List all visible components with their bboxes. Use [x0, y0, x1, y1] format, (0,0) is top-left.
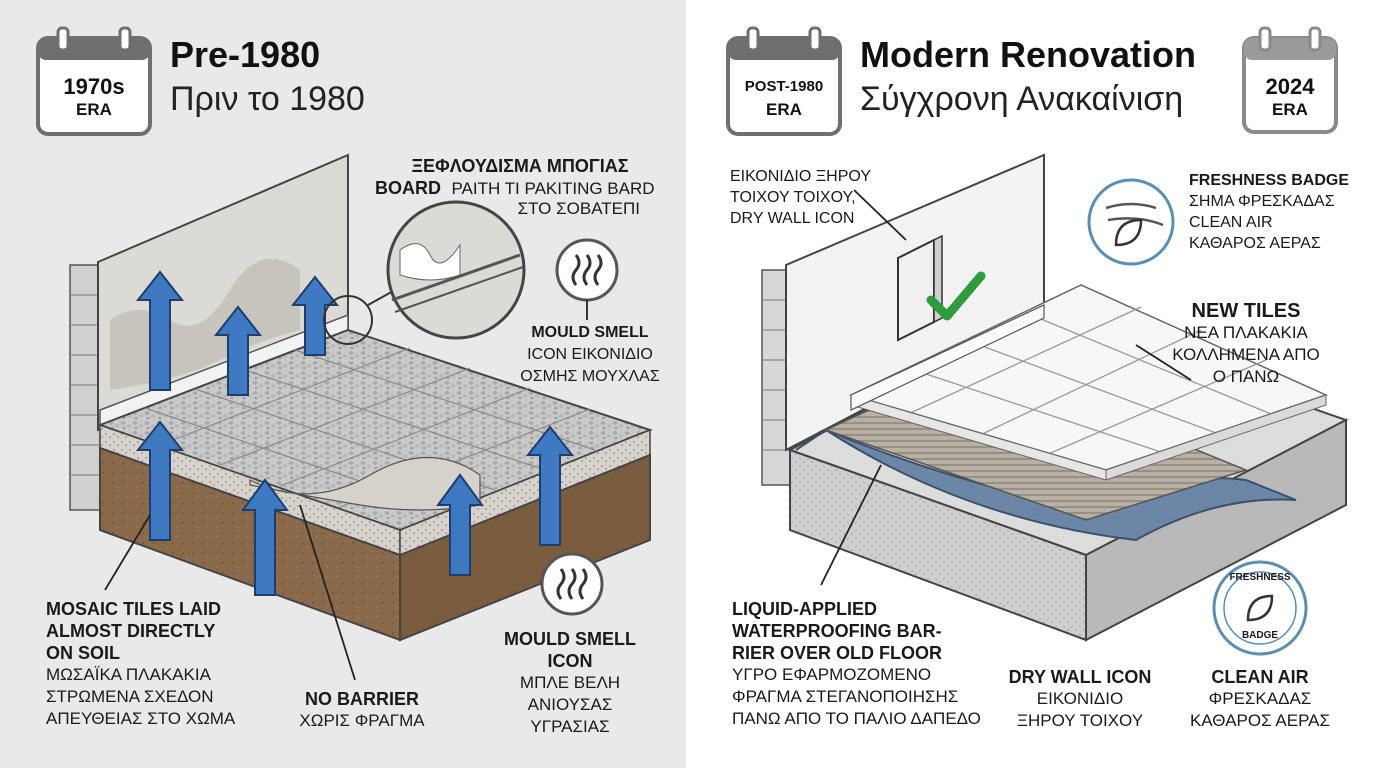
- callout-no-barrier: NO BARRIER ΧΩΡΙΣ ΦΡΑΓΜΑ: [299, 689, 425, 730]
- panel-subtitle: Σύγχρονη Ανακαίνιση: [860, 80, 1184, 118]
- new-tiles: [848, 284, 1329, 481]
- moisture-arrows: [135, 270, 575, 596]
- calendar-year: POST-1980: [744, 78, 824, 95]
- callout-leader-lines: [104, 300, 588, 681]
- calendar-era: ERA: [766, 100, 802, 119]
- modern-renovation-panel: POST-1980 ERA 2024 ERA Modern Renovation…: [686, 0, 1376, 768]
- peeling-paint-magnifier: [323, 200, 526, 345]
- clean-air-leaf-icon: [1087, 178, 1175, 266]
- callout-mosaic-tiles: MOSAIC TILES LAID ALMOST DIRECTLY ON SOI…: [46, 599, 236, 728]
- era-calendar-icon-left: [726, 26, 842, 136]
- era-calendar: 1970s ERA: [38, 60, 150, 134]
- badge-top-text: FRESHNESS: [1229, 572, 1291, 583]
- callout-leader-lines: [820, 189, 1192, 586]
- check-icon: [926, 271, 986, 321]
- era-calendar-icon-right: [1242, 26, 1338, 134]
- callout-peeling-paint: ΞΕΦΛΟΥΔΙΣΜΑ ΜΠΟΓΙΑΣ: [411, 156, 629, 176]
- panel-title: Modern Renovation: [860, 34, 1197, 75]
- callout-dry-wall-bottom: DRY WALL ICON ΕΙΚΟΝΙΔΙΟ ΞΗΡΟΥ ΤΟΙΧΟΥ: [1008, 667, 1152, 730]
- calendar-era: ERA: [76, 100, 112, 119]
- mould-smell-icon: [555, 238, 619, 302]
- callout-mould-smell-bottom: MOULD SMELL ICON ΜΠΛΕ ΒΕΛΗ ΑΝΙΟΥΣΑΣ ΥΓΡΑ…: [504, 629, 636, 736]
- callout-peeling-paint-line2: BOARD ΡΑΙΤΗ ΤΙ ΡΑΚΙΤΙΝG ΒΑRD: [375, 178, 655, 198]
- callout-clean-air: CLEAN AIR ΦΡΕΣΚΑΔΑΣ ΚΑΘΑΡΟΣ ΑΕΡΑΣ: [1189, 667, 1331, 730]
- panel-subtitle: Πριν το 1980: [170, 80, 365, 118]
- calendar-year: 1970s: [63, 74, 125, 99]
- freshness-badge-icon: [1212, 560, 1308, 656]
- badge-bottom-text: BADGE: [1241, 630, 1279, 641]
- pre-1980-panel: 1970s ERA Pre-1980 Πριν το 1980 ΞΕΦΛΟΥΔΙ…: [0, 0, 686, 768]
- dry-wall-icon: [897, 234, 943, 342]
- era-calendar-icon: [36, 26, 152, 136]
- callout-dry-wall-top: ΕΙΚΟΝΙΔΙΟ ΞΗΡΟΥ ΤΟΙΧΟΥ ΤΟΙΧΟΥ, DRY WALL …: [730, 168, 871, 227]
- mould-smell-icon-bottom: [540, 552, 604, 616]
- era-calendar-left: POST-1980 ERA: [728, 60, 840, 134]
- pre-1980-illustration: [36, 26, 653, 681]
- era-calendar-right: 2024 ERA: [1244, 60, 1336, 132]
- callout-peeling-paint-line3: ΣΤΟ ΣΟΒΑΤΕΠΙ: [517, 199, 640, 218]
- callout-mould-smell-top: MOULD SMELL ICON ΕΙΚΟΝΙΔΙΟ ΟΣΜΗΣ ΜΟΥΧΛΑΣ: [520, 324, 660, 385]
- callout-freshness-badge: FRESHNESS BADGE ΣΗΜΑ ΦΡΕΣΚΑΔΑΣ CLEAN AIR…: [1189, 172, 1350, 252]
- callout-liquid-barrier: LIQUID-APPLIED WATERPROOFING BAR- RIER O…: [732, 599, 981, 728]
- callout-new-tiles: NEW TILES ΝΕΑ ΠΛΑΚΑΚΙΑ ΚΟΛΛΗΜΕΝΑ ΑΠΟ Ο Π…: [1172, 300, 1320, 386]
- panel-title: Pre-1980: [170, 34, 321, 75]
- brick-pier: [69, 264, 101, 511]
- calendar-year: 2024: [1265, 74, 1315, 99]
- calendar-era: ERA: [1272, 100, 1308, 119]
- modern-renovation-illustration: [726, 26, 1349, 656]
